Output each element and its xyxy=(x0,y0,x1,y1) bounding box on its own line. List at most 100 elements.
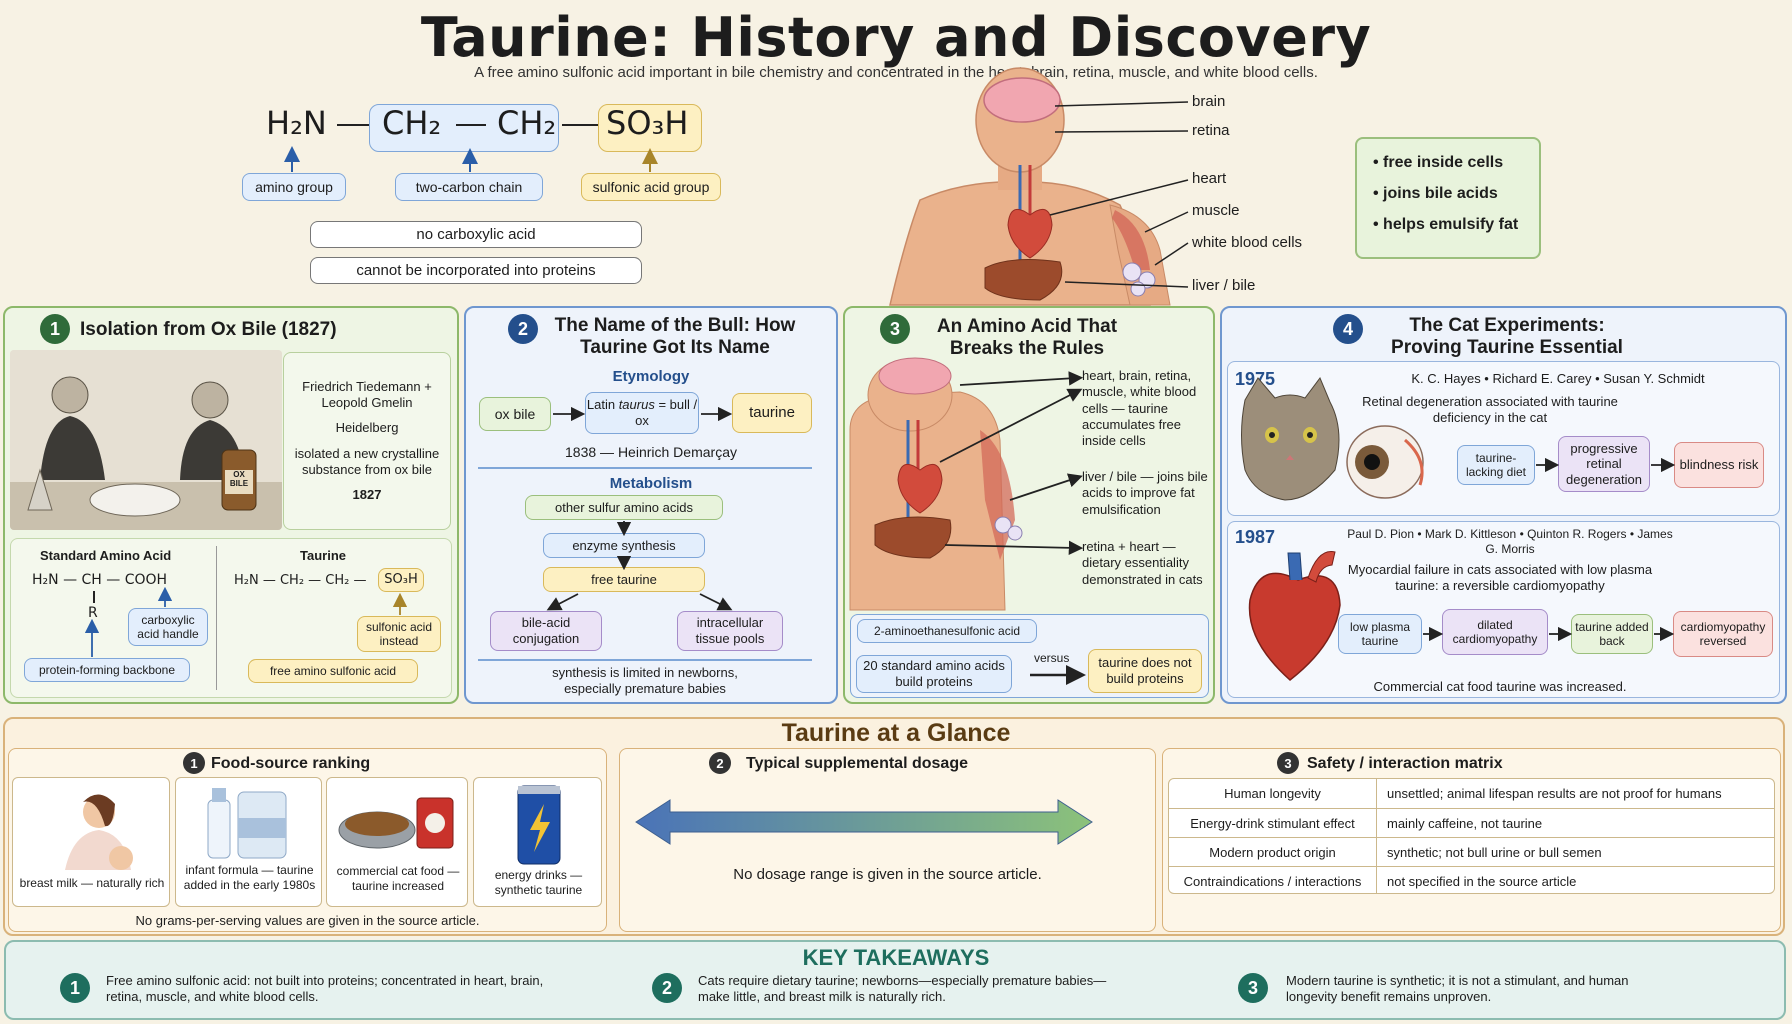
metabolism-arrows xyxy=(546,521,733,611)
bond-line xyxy=(456,124,486,126)
discovery-info: Friedrich Tiedemann + Leopold Gmelin Hei… xyxy=(283,352,451,530)
divider xyxy=(216,546,217,690)
backbone-label: protein-forming backbone xyxy=(24,658,190,682)
flow-1987-step: cardiomyopathy reversed xyxy=(1673,611,1773,657)
panel-number: 2 xyxy=(508,314,538,344)
panel-number: 3 xyxy=(880,314,910,344)
takeaway-text: Cats require dietary taurine; newborns—e… xyxy=(698,973,1107,1005)
metab-tissue-pools: intracellular tissue pools xyxy=(677,611,783,651)
structure-arrows xyxy=(284,146,658,172)
cat-illustration xyxy=(1241,377,1424,501)
etymology-heading: Etymology xyxy=(612,368,690,385)
flow-1975-arrows xyxy=(1536,457,1676,473)
location: Heidelberg xyxy=(335,420,399,436)
panel-number: 4 xyxy=(1333,314,1363,344)
matrix-row: Human longevity unsettled; animal lifesp… xyxy=(1169,779,1774,808)
dosage-range-arrow xyxy=(635,799,1093,845)
panel-title: The Cat Experiments: Proving Taurine Ess… xyxy=(1391,315,1623,358)
callout-liver: liver / bile — joins bile acids to impro… xyxy=(1082,469,1208,517)
matrix-value: synthetic; not bull urine or bull semen xyxy=(1387,845,1602,860)
divider xyxy=(478,659,812,661)
matrix-value: unsettled; animal lifespan results are n… xyxy=(1387,786,1722,801)
metab-free-taurine: free taurine xyxy=(543,567,705,592)
matrix-label: Modern product origin xyxy=(1209,845,1336,860)
divider xyxy=(478,467,812,469)
divider xyxy=(1376,779,1377,893)
subpanel-number: 3 xyxy=(1277,752,1299,774)
fact-item: • helps emulsify fat xyxy=(1373,216,1519,234)
formula-ch2-b: CH₂ xyxy=(497,104,557,142)
matrix-value: mainly caffeine, not taurine xyxy=(1387,816,1543,831)
flow-1987-step: taurine added back xyxy=(1571,614,1653,654)
flow-1975-step: progressive retinal degeneration xyxy=(1558,436,1650,492)
chain-box xyxy=(369,104,559,152)
dosage-note: No dosage range is given in the source a… xyxy=(733,866,1042,883)
label-heart: heart xyxy=(1192,170,1227,187)
scientists-illustration: OX BILE xyxy=(10,350,282,530)
carboxylic-label: carboxylic acid handle xyxy=(128,608,208,646)
flow-1975-step: blindness risk xyxy=(1674,442,1764,488)
flow-1987-step: low plasma taurine xyxy=(1338,614,1422,654)
note-no-carboxylic: no carboxylic acid xyxy=(310,221,642,248)
free-amino-label: free amino sulfonic acid xyxy=(248,659,418,683)
sulfonic-instead-label: sulfonic acid instead xyxy=(357,616,441,652)
formula-ch2-a: CH₂ xyxy=(382,104,442,142)
bond-line xyxy=(562,124,598,126)
note-no-proteins: cannot be incorporated into proteins xyxy=(310,257,642,284)
callout-cats: retina + heart — dietary essentiality de… xyxy=(1082,539,1203,587)
taurine-so3h: SO₃H xyxy=(378,568,424,592)
takeaways-title: KEY TAKEAWAYS xyxy=(802,945,990,970)
std-formula: H₂N — CH — COOH xyxy=(32,572,168,588)
standard-amino-acids: 20 standard amino acids build proteins xyxy=(856,655,1012,693)
authors-1975: K. C. Hayes • Richard E. Carey • Susan Y… xyxy=(1411,371,1705,386)
food-card: infant formula — taurine added in the ea… xyxy=(175,777,322,907)
versus-arrow xyxy=(1030,665,1086,685)
takeaway-number: 1 xyxy=(60,973,90,1003)
callout-tissues: heart, brain, retina, muscle, white bloo… xyxy=(1082,368,1197,448)
facts-box: • free inside cells • joins bile acids •… xyxy=(1355,137,1541,259)
comparison-arrows xyxy=(84,586,408,657)
dosage-panel xyxy=(619,748,1156,932)
cat-food-outcome: Commercial cat food taurine was increase… xyxy=(1373,679,1627,694)
subpanel-number: 2 xyxy=(709,752,731,774)
page-subtitle: A free amino sulfonic acid important in … xyxy=(474,64,1318,81)
food-label-infant-formula: infant formula — taurine added in the ea… xyxy=(183,863,316,892)
food-label-breast-milk: breast milk — naturally rich xyxy=(19,876,165,890)
takeaway-number: 3 xyxy=(1238,973,1268,1003)
std-r-group: R xyxy=(88,605,98,621)
food-label-energy-drinks: energy drinks — synthetic taurine xyxy=(494,868,583,897)
finding-1975: Retinal degeneration associated with tau… xyxy=(1362,394,1618,426)
label-retina: retina xyxy=(1192,122,1230,139)
matrix-row: Modern product origin synthetic; not bul… xyxy=(1169,837,1774,866)
label-liver-bile: liver / bile xyxy=(1192,277,1256,294)
discovery-description: isolated a new crystalline substance fro… xyxy=(294,446,440,477)
etymology-arrows xyxy=(553,406,733,422)
matrix-label: Contraindications / interactions xyxy=(1183,874,1362,889)
sulfonic-label: sulfonic acid group xyxy=(581,173,721,201)
glance-title: Taurine at a Glance xyxy=(781,719,1011,747)
chain-label: two-carbon chain xyxy=(395,173,543,201)
panel-title: An Amino Acid That Breaks the Rules xyxy=(936,316,1118,359)
safety-title: Safety / interaction matrix xyxy=(1307,755,1503,772)
taurine-formula: H₂N — CH₂ — CH₂ — xyxy=(234,573,367,588)
bond-line xyxy=(93,591,95,603)
formula-so3h: SO₃H xyxy=(606,104,689,142)
synthesis-note: synthesis is limited in newborns, especi… xyxy=(552,665,738,697)
food-source-note: No grams-per-serving values are given in… xyxy=(135,913,480,928)
panel-title: The Name of the Bull: How Taurine Got It… xyxy=(554,315,796,358)
taurine-no-proteins: taurine does not build proteins xyxy=(1088,649,1202,693)
matrix-row: Energy-drink stimulant effect mainly caf… xyxy=(1169,808,1774,837)
label-white-blood-cells: white blood cells xyxy=(1192,234,1303,251)
amino-group-label: amino group xyxy=(242,173,346,201)
subpanel-number: 1 xyxy=(183,752,205,774)
fact-item: • free inside cells xyxy=(1373,154,1504,171)
formula-amino: H₂N xyxy=(266,104,327,142)
takeaway-text: Free amino sulfonic acid: not built into… xyxy=(106,973,544,1005)
metab-bile-conjugation: bile-acid conjugation xyxy=(490,611,602,651)
metab-enzyme: enzyme synthesis xyxy=(543,533,705,558)
matrix-value: not specified in the source article xyxy=(1387,874,1577,889)
etym-latin: Latin taurus = bull / ox xyxy=(585,392,699,434)
food-card: commercial cat food — taurine increased xyxy=(326,777,468,907)
discovery-year: 1827 xyxy=(352,487,382,503)
food-card: energy drinks — synthetic taurine xyxy=(473,777,602,907)
